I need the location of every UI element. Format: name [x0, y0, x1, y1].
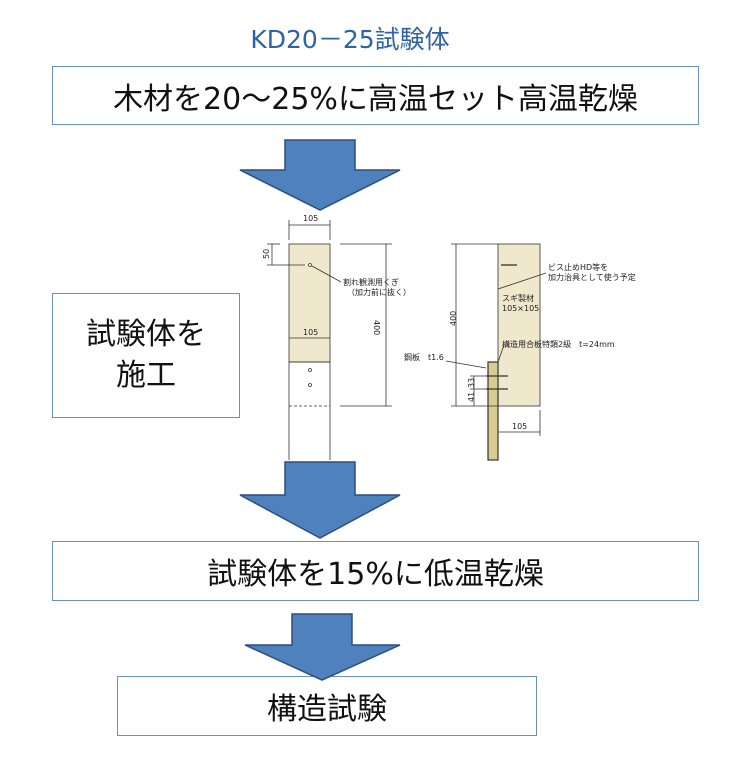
step-3-box: 試験体を15%に低温乾燥: [52, 541, 699, 601]
nail-label-1: 割れ観測用くぎ: [343, 277, 399, 287]
step-2-label: 試験体を施工: [86, 317, 206, 393]
step-4-box: 構造試験: [117, 676, 537, 736]
down-arrow-icon: [239, 461, 401, 539]
side-width: 105: [512, 422, 527, 431]
down-arrow-icon: [239, 139, 401, 211]
hd-label-2: 加力治具として使う予定: [548, 272, 636, 282]
dim-33: 33: [467, 378, 476, 388]
front-view-drawing: [267, 220, 392, 460]
diagram-title: KD20－25試験体: [250, 25, 450, 54]
hd-label-1: ビス止めHD等を: [548, 262, 608, 272]
plywood-label: 構造用合板特類2級 t=24mm: [502, 339, 615, 349]
step-2-box: 試験体を施工: [52, 293, 240, 418]
plate-label: 鋼板 t1.6: [404, 352, 444, 362]
front-width-top: 105: [303, 214, 318, 223]
step-1-label: 木材を20～25%に高温セット高温乾燥: [113, 81, 638, 117]
step-3-label: 試験体を15%に低温乾燥: [207, 557, 544, 592]
front-width-mid: 105: [303, 328, 318, 337]
step-1-box: 木材を20～25%に高温セット高温乾燥: [52, 66, 699, 125]
front-offset: 50: [262, 249, 271, 259]
side-height: 400: [449, 311, 458, 326]
step-4-label: 構造試験: [267, 692, 387, 727]
wood-label-1: スギ製材: [502, 293, 534, 303]
side-view-drawing: [445, 243, 547, 461]
down-arrow-icon: [244, 613, 401, 681]
nail-label-2: （加力前に抜く）: [347, 287, 411, 297]
wood-label-2: 105×105: [502, 304, 539, 313]
front-height: 400: [372, 320, 381, 335]
dim-41: 41: [467, 392, 476, 402]
